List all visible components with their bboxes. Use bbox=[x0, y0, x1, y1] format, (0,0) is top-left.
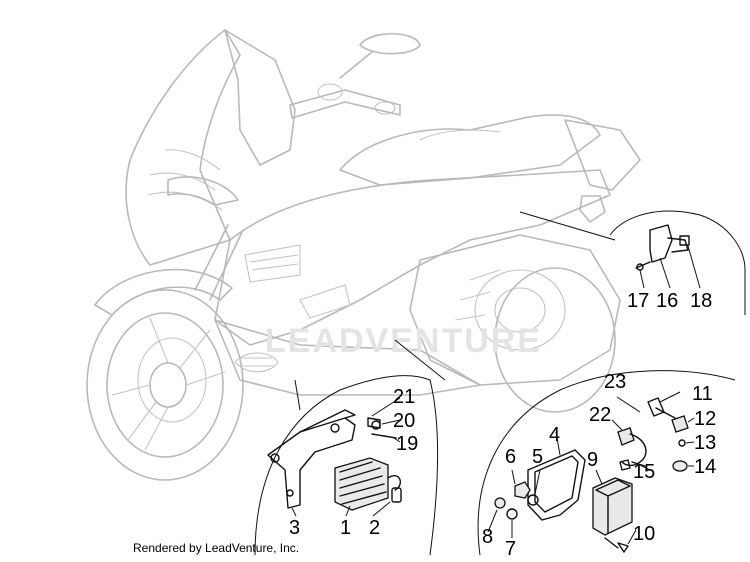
callout-numbers: 1 2 3 4 5 6 7 8 9 10 11 12 13 14 15 16 1… bbox=[289, 290, 716, 560]
spring-13 bbox=[678, 439, 686, 447]
mirror bbox=[359, 33, 421, 55]
callout-22: 22 bbox=[589, 404, 611, 426]
front-wheel-hub bbox=[149, 362, 187, 408]
regulator-bracket bbox=[267, 417, 356, 509]
ecu-9 bbox=[592, 477, 633, 536]
callout-11: 11 bbox=[692, 383, 713, 405]
rear-reflector bbox=[579, 195, 606, 223]
callout-9: 9 bbox=[587, 449, 598, 471]
front-fairing bbox=[125, 29, 241, 266]
callout-2: 2 bbox=[369, 517, 380, 539]
nut-21 bbox=[367, 417, 381, 429]
body-side-panel bbox=[214, 169, 611, 346]
handlebar bbox=[289, 89, 401, 119]
callout-12: 12 bbox=[694, 408, 716, 430]
bolt-19 bbox=[371, 433, 397, 439]
inset-regulator bbox=[267, 397, 402, 517]
bushing-12 bbox=[671, 415, 689, 433]
callout-16: 16 bbox=[656, 290, 678, 312]
clip-18 bbox=[679, 235, 690, 246]
plate-4 bbox=[527, 449, 586, 521]
callout-15: 15 bbox=[633, 461, 655, 483]
callout-21: 21 bbox=[393, 386, 415, 408]
callout-1: 1 bbox=[340, 517, 351, 539]
bracket-16 bbox=[649, 224, 673, 263]
fitting-15 bbox=[631, 461, 646, 467]
credit-text: Rendered by LeadVenture, Inc. bbox=[133, 541, 300, 555]
tail bbox=[564, 119, 641, 191]
cap-14 bbox=[672, 460, 688, 472]
inset-frame-ecu bbox=[477, 370, 736, 556]
callout-7: 7 bbox=[505, 538, 516, 560]
callout-20: 20 bbox=[393, 410, 415, 432]
scooter-illustration: LEADVENTURE bbox=[86, 29, 641, 481]
watermark: LEADVENTURE bbox=[265, 322, 542, 360]
washer-7 bbox=[506, 508, 518, 520]
callout-13: 13 bbox=[694, 432, 716, 454]
grommet-5 bbox=[527, 494, 539, 506]
callout-14: 14 bbox=[694, 456, 716, 478]
callout-19: 19 bbox=[396, 433, 418, 455]
cable-23 bbox=[621, 433, 647, 467]
connector-22 bbox=[617, 427, 635, 446]
callout-18: 18 bbox=[690, 290, 712, 312]
regulator-connector bbox=[391, 487, 402, 503]
rear-wheel bbox=[494, 267, 616, 413]
side-vent bbox=[244, 244, 301, 283]
callout-5: 5 bbox=[532, 446, 543, 468]
voltage-regulator bbox=[334, 457, 389, 511]
headlight bbox=[167, 176, 239, 206]
callout-10: 10 bbox=[633, 523, 655, 545]
callout-23: 23 bbox=[604, 371, 626, 393]
callout-8: 8 bbox=[482, 526, 493, 548]
seat bbox=[339, 114, 601, 186]
screw-10 bbox=[604, 537, 629, 553]
front-fender bbox=[94, 268, 233, 316]
windscreen bbox=[224, 29, 296, 166]
callout-17: 17 bbox=[627, 290, 649, 312]
front-wheel-tire bbox=[86, 289, 244, 481]
washer-8 bbox=[494, 497, 506, 509]
inset-ecu bbox=[487, 391, 695, 553]
nut-6 bbox=[514, 481, 531, 499]
inset-frame-tail bbox=[609, 210, 746, 315]
callout-6: 6 bbox=[505, 446, 516, 468]
engine bbox=[409, 234, 621, 386]
lower-body bbox=[214, 319, 481, 396]
callout-3: 3 bbox=[289, 517, 300, 539]
callout-4: 4 bbox=[549, 424, 560, 446]
front-wheel-rim bbox=[106, 312, 224, 458]
inset-tail bbox=[635, 224, 701, 289]
